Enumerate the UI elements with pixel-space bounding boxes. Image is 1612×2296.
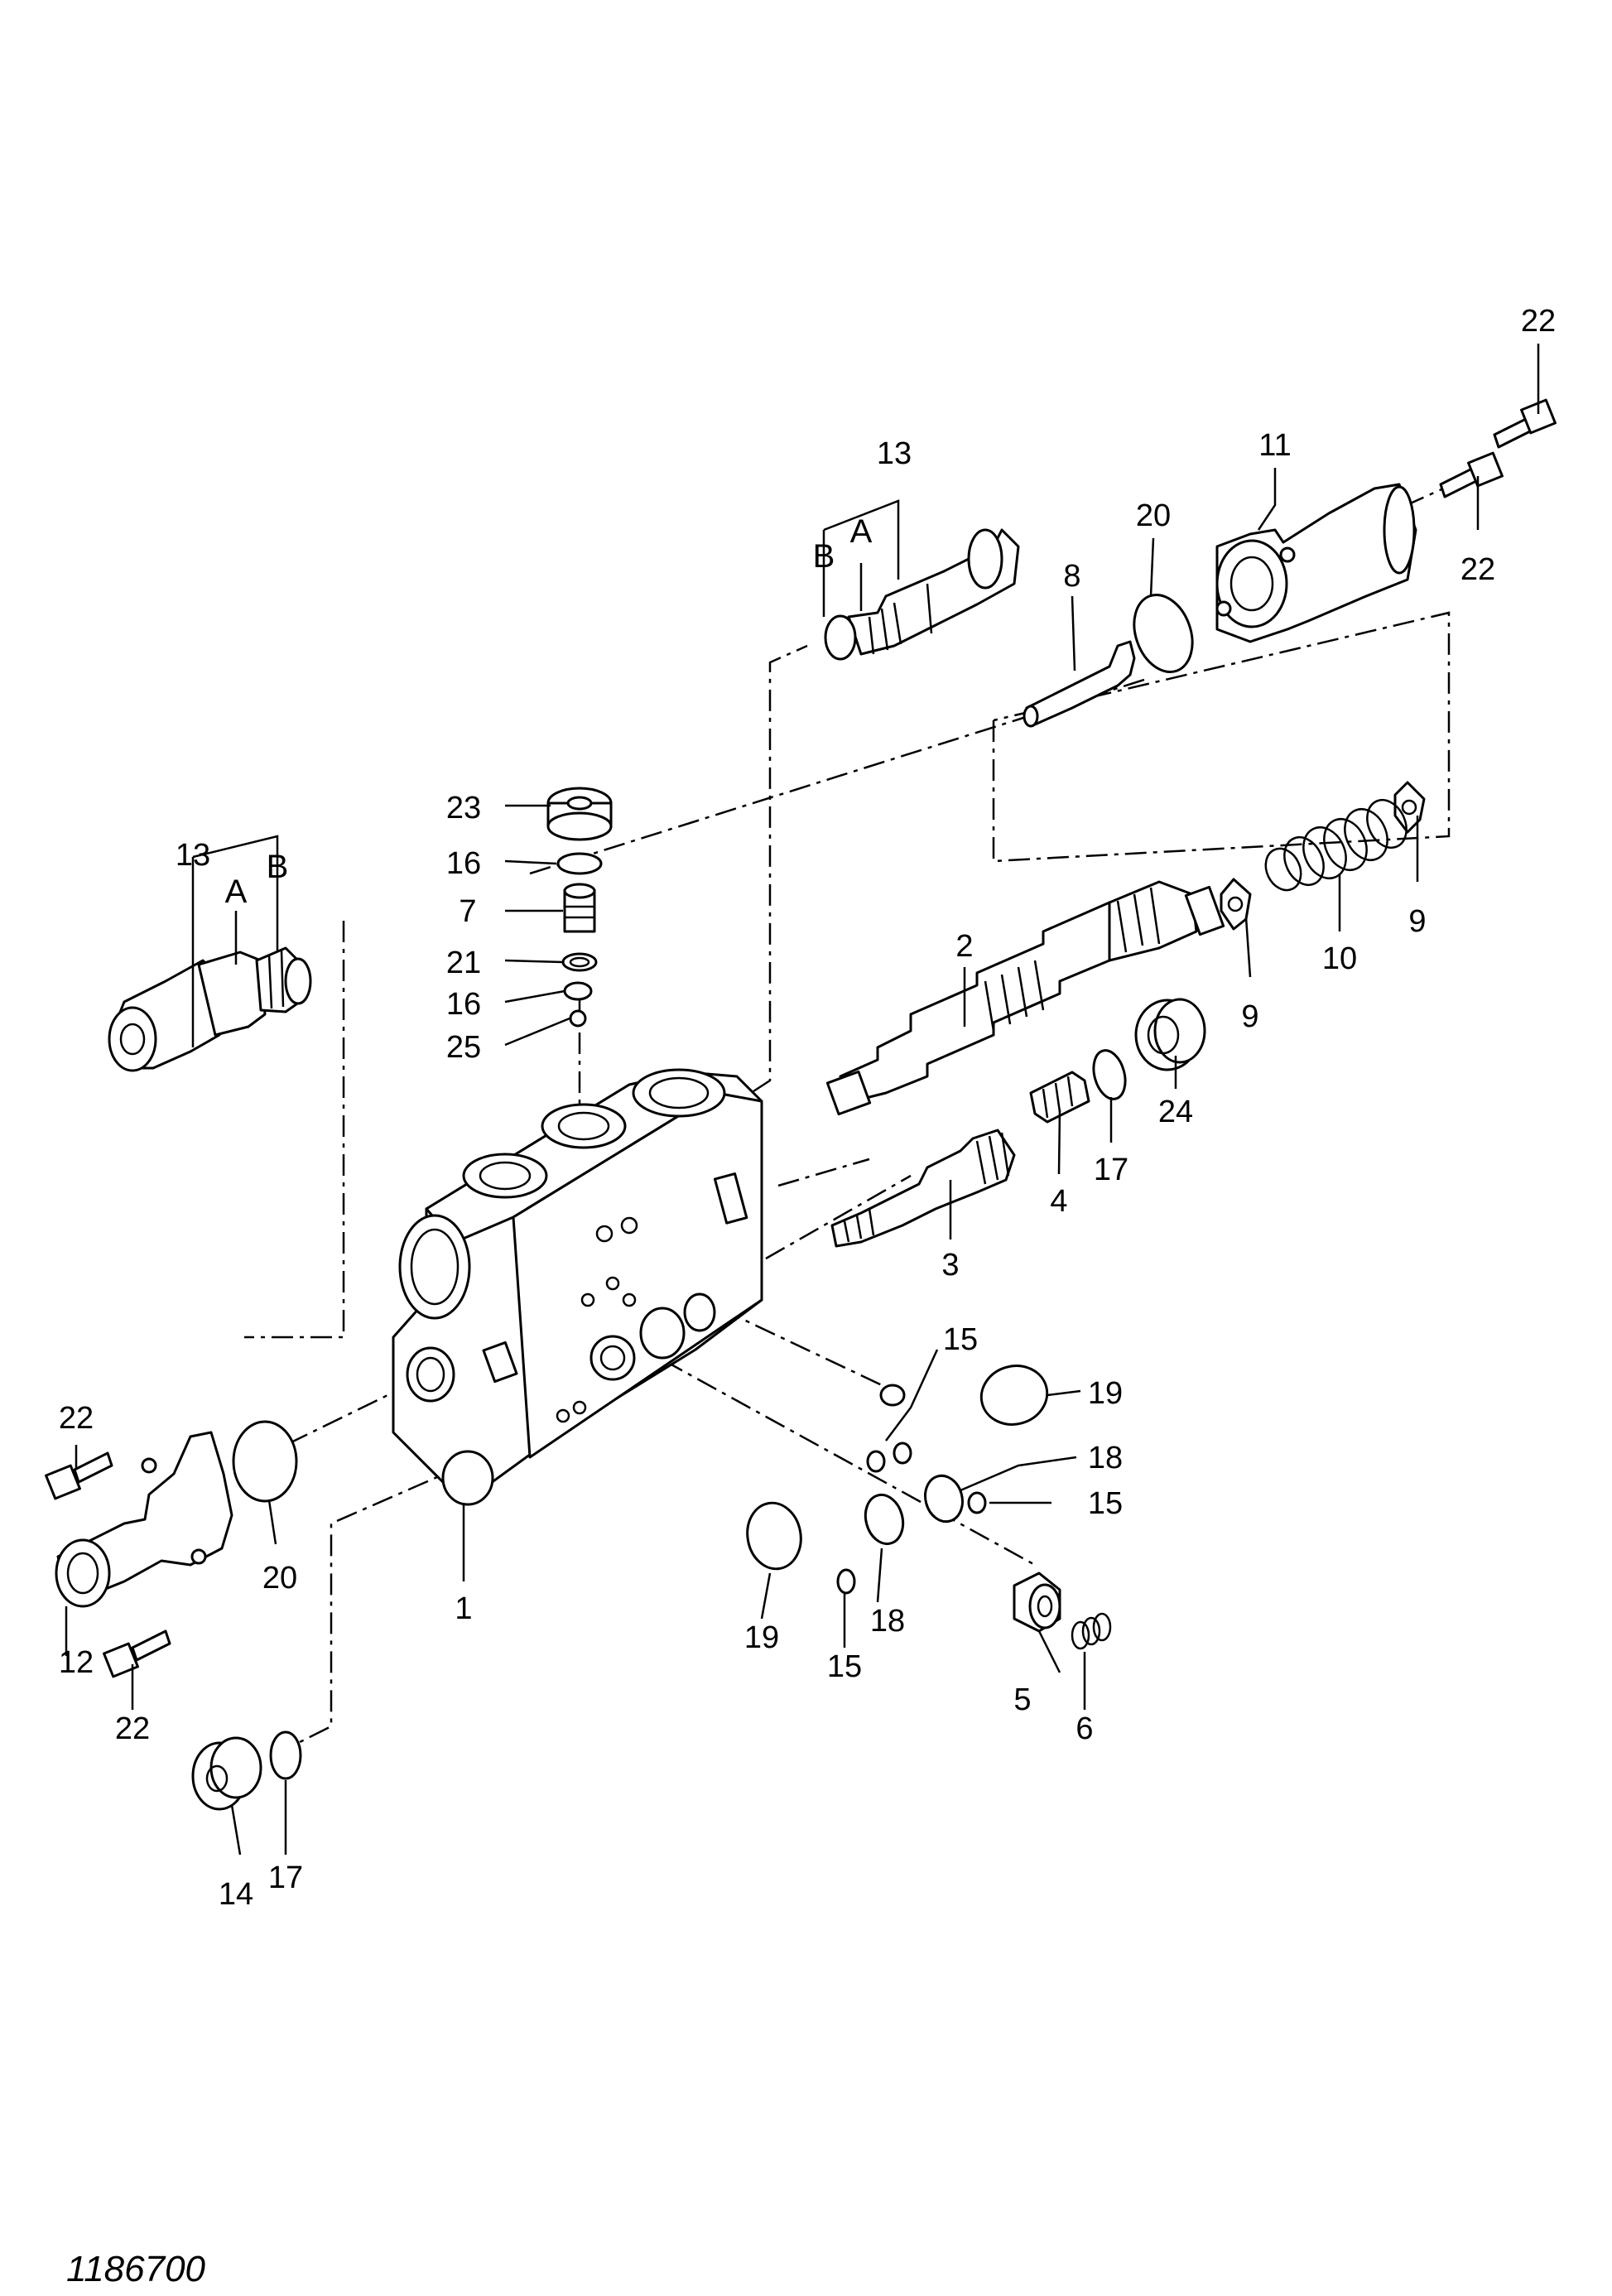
callout-17: 17 <box>268 1860 303 1895</box>
spool-2 <box>825 880 1225 1116</box>
callout-7: 7 <box>459 894 476 929</box>
seat-5 <box>1013 1572 1061 1633</box>
piston-8 <box>1023 640 1136 728</box>
plug-14 <box>191 1736 262 1811</box>
callout-2: 2 <box>955 929 973 964</box>
plug-4 <box>1029 1071 1090 1124</box>
cover-12 <box>55 1431 233 1608</box>
callout-19: 19 <box>744 1620 779 1655</box>
relief-valve-13-left <box>108 946 312 1072</box>
callout-4: 4 <box>1050 1184 1067 1219</box>
callout-8: 8 <box>1063 559 1080 594</box>
port-letter-a: A <box>850 513 873 550</box>
callout-leaders <box>65 344 1540 1856</box>
o-ring-17-right <box>1092 1049 1127 1100</box>
callout-18: 18 <box>1088 1441 1123 1475</box>
spool-3 <box>830 1129 1016 1248</box>
relief-valve-13-top <box>824 528 1020 661</box>
port-letter-b: B <box>267 849 289 885</box>
callout-22: 22 <box>115 1711 150 1746</box>
callout-20: 20 <box>262 1561 297 1596</box>
callout-19: 19 <box>1088 1376 1123 1411</box>
callout-15: 15 <box>1088 1486 1123 1521</box>
o-ring-17-left <box>269 1730 302 1780</box>
callout-21: 21 <box>446 946 481 980</box>
callout-17: 17 <box>1094 1153 1128 1187</box>
bolts-22-top <box>1439 398 1557 498</box>
callout-14: 14 <box>219 1877 253 1912</box>
callout-16: 16 <box>446 846 481 881</box>
callout-15: 15 <box>943 1322 978 1357</box>
spring-6 <box>1071 1612 1112 1650</box>
port-letter-b: B <box>813 538 835 575</box>
callout-22: 22 <box>59 1401 94 1436</box>
callout-11: 11 <box>1258 428 1291 463</box>
callout-5: 5 <box>1013 1682 1031 1717</box>
callout-20: 20 <box>1136 498 1171 533</box>
callout-13: 13 <box>176 838 210 873</box>
callout-24: 24 <box>1158 1095 1193 1129</box>
plug-24 <box>1134 998 1206 1071</box>
valve-body-1 <box>392 1068 763 1506</box>
callout-1: 1 <box>455 1591 472 1626</box>
callout-6: 6 <box>1075 1711 1093 1746</box>
callout-22: 22 <box>1521 304 1556 339</box>
o-rings-cluster <box>746 1365 1049 1595</box>
cover-11 <box>1215 483 1417 643</box>
callout-25: 25 <box>446 1030 481 1065</box>
plug-and-seals-stack <box>546 787 613 1028</box>
callout-18: 18 <box>870 1604 905 1639</box>
callout-10: 10 <box>1322 941 1357 976</box>
callout-12: 12 <box>59 1645 94 1680</box>
callout-22: 22 <box>1460 552 1495 587</box>
callout-23: 23 <box>446 791 481 826</box>
port-letter-a: A <box>225 874 248 910</box>
assembly-lines <box>244 462 1499 1757</box>
callout-13: 13 <box>877 436 912 471</box>
bolts-22-left <box>45 1451 171 1678</box>
spring-seat-9-right <box>1393 781 1426 834</box>
o-ring-20-top <box>1133 594 1194 673</box>
spring-10 <box>1264 799 1407 892</box>
callout-labels: 22 11 22 13 A B 20 8 23 16 7 21 16 25 13… <box>59 304 1556 1912</box>
callout-9: 9 <box>1241 999 1258 1034</box>
callout-15: 15 <box>827 1649 862 1684</box>
callout-16: 16 <box>446 987 481 1022</box>
callout-3: 3 <box>941 1248 959 1283</box>
o-ring-20-left <box>232 1420 298 1503</box>
document-id: 1186700 <box>66 2249 206 2289</box>
callout-9: 9 <box>1408 904 1426 939</box>
